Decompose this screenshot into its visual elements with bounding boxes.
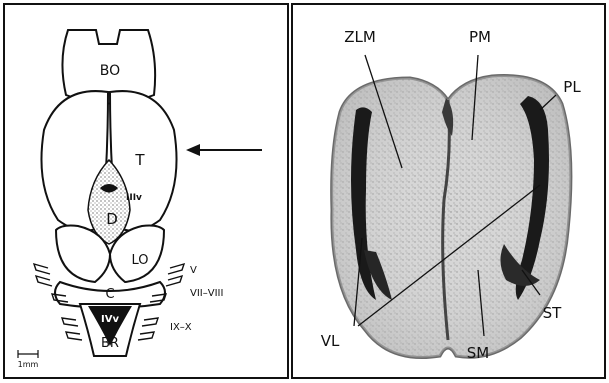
label-br: BR [101,336,119,351]
label-ix-x: IX–X [170,322,192,333]
brain-section-micrograph [332,76,571,358]
left-panel: BO T IIIv D LO C IVv BR V VII–VIII IX–X … [4,4,288,378]
scale-bar-label: 1mm [18,360,39,369]
label-lo: LO [131,253,148,268]
right-panel: ZLM PM PL VL SM ST [292,4,605,378]
label-c: C [105,287,114,302]
label-bo: BO [100,63,120,79]
label-d: D [106,210,118,228]
label-iiiv: IIIv [126,193,142,203]
label-v: V [190,265,197,276]
label-t: T [134,151,145,169]
label-vii-viii: VII–VIII [190,288,223,299]
label-sm: SM [467,344,489,362]
label-vl: VL [321,332,340,350]
label-pm: PM [469,28,491,46]
label-zlm: ZLM [344,28,376,46]
label-ivv: IVv [101,314,119,325]
label-pl: PL [563,78,581,96]
label-st: ST [543,304,563,322]
